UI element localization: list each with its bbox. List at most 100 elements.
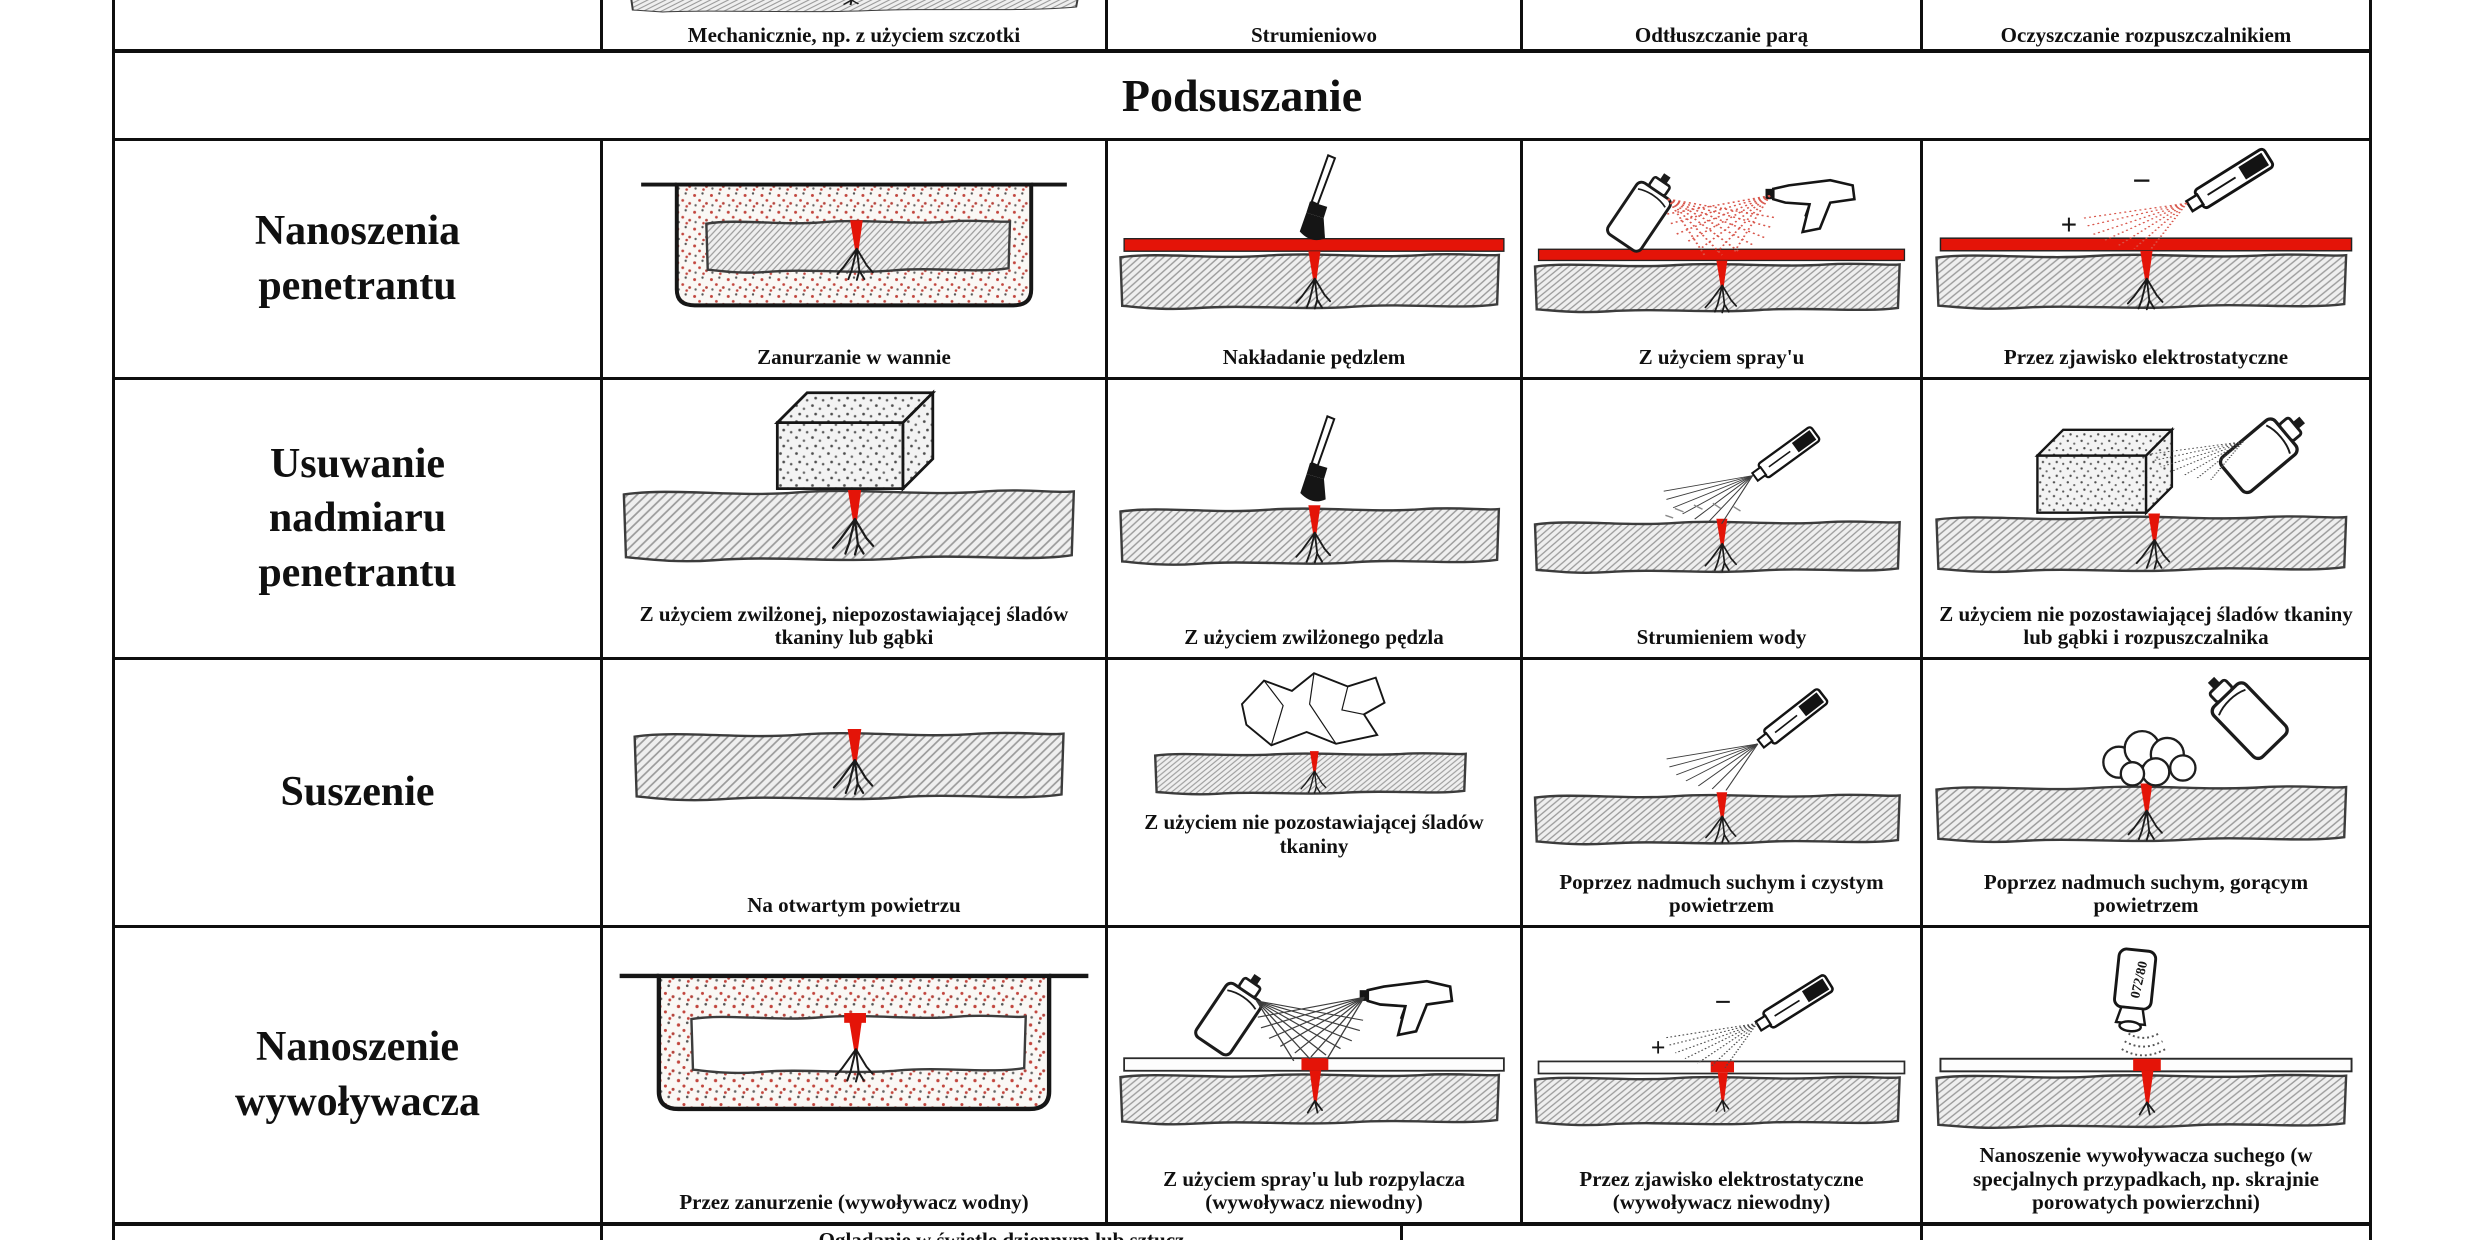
cell-caption: Strumieniowo xyxy=(1251,23,1377,47)
cell-caption: Zanurzanie w wannie xyxy=(757,345,951,370)
process-cell: Strumieniem wody xyxy=(1523,380,1923,657)
plus-sign: + xyxy=(1651,1033,1666,1062)
table-row-top-partial: Mechanicznie, np. z użyciem szczotki Str… xyxy=(115,0,2369,53)
process-cell: Poprzez nadmuch suchym i czystym powietr… xyxy=(1523,660,1923,925)
process-cell: 072/80 Nanoszenie wywoływacza suchego (w… xyxy=(1923,928,2369,1222)
process-cell: Z użyciem zwilżonego pędzla xyxy=(1108,380,1523,657)
process-cell: Mechanicznie, np. z użyciem szczotki xyxy=(603,0,1108,49)
row-label-cell-empty xyxy=(115,0,603,49)
cell-caption: Przez zjawisko elektrostatyczne xyxy=(2003,345,2289,370)
cell-caption: Z użyciem nie pozostawiającej śladów tka… xyxy=(1144,810,1484,858)
process-cell: Oczyszczanie rozpuszczalnikiem xyxy=(1923,0,2369,49)
cell-illustration xyxy=(1923,0,2369,20)
cell-caption: Z użyciem zwilżonego pędzla xyxy=(1184,625,1444,650)
process-cell: Z użyciem zwilżonej, niepozostawiającej … xyxy=(603,380,1108,657)
process-cell: Na otwartym powietrzu xyxy=(603,660,1108,925)
section-title: Podsuszanie xyxy=(1121,70,1363,121)
row-label-cell: Nanoszenie wywoływacza xyxy=(115,928,603,1222)
cell-illustration: − + xyxy=(1523,928,1920,1146)
cell-illustration xyxy=(603,660,1105,863)
process-cell: Odtłuszczanie parą xyxy=(1523,0,1923,49)
developer-spray-illustration xyxy=(1119,962,1505,1126)
cell-illustration xyxy=(1523,660,1920,863)
cell-illustration xyxy=(1923,380,2369,593)
minus-sign: − xyxy=(1715,986,1732,1018)
developer-electrostatic-illustration: − + xyxy=(1533,972,1906,1127)
hot-air-blower-illustration xyxy=(1935,663,2348,844)
spray-can-and-gun-illustration xyxy=(1533,162,1906,314)
cell-illustration: − + xyxy=(1923,141,2369,339)
cell-illustration xyxy=(1523,141,1920,339)
cell-caption: Strumieniem wody xyxy=(1636,625,1807,650)
process-cell: Z użyciem nie pozostawiającej śladów tka… xyxy=(1108,660,1523,925)
powder-bottle: 072/80 xyxy=(2113,947,2158,1033)
row-label-cell: Suszenie xyxy=(115,660,603,925)
cell-illustration xyxy=(1108,0,1520,20)
process-cell: Z użyciem nie pozostawiającej śladów tka… xyxy=(1923,380,2369,657)
process-cell: Zanurzanie w wannie xyxy=(603,141,1108,377)
row-label-cell-empty xyxy=(115,1226,603,1240)
cell-caption: Nakładanie pędzlem xyxy=(1222,345,1406,370)
minus-sign: − xyxy=(2132,164,2151,200)
table-row-suszenie: Suszenie Na otwartym powietrzu xyxy=(115,660,2369,928)
process-cell: Z użyciem spray'u xyxy=(1523,141,1923,377)
process-cell xyxy=(1923,1226,2369,1240)
cell-illustration xyxy=(1108,660,1520,807)
cell-caption: Oczyszczanie rozpuszczalnikiem xyxy=(2000,23,2292,47)
cell-caption: Mechanicznie, np. z użyciem szczotki xyxy=(687,23,1021,47)
process-cell: − + Przez zjawisko elektrostatyczne xyxy=(1923,141,2369,377)
row-label: Suszenie xyxy=(280,769,435,816)
process-cell: Przez zanurzenie (wywoływacz wodny) xyxy=(603,928,1108,1222)
cell-illustration xyxy=(1523,380,1920,593)
brushed-surface-partial-illustration xyxy=(630,0,1079,13)
cell-caption: Odtłuszczanie parą xyxy=(1634,23,1809,47)
process-cell: Poprzez nadmuch suchym, gorącym powietrz… xyxy=(1923,660,2369,925)
table-row-bottom-partial: Oglądanie w świetle dziennym lub sztucz xyxy=(115,1226,2369,1240)
cell-caption: Z użyciem zwilżonej, niepozostawiającej … xyxy=(639,601,1069,650)
process-cell: Strumieniowo xyxy=(1108,0,1523,49)
cell-illustration: 072/80 xyxy=(1923,928,2369,1146)
cell-illustration xyxy=(1108,141,1520,339)
air-blower-illustration xyxy=(1533,686,1901,846)
table-row-usuwanie-nadmiaru: Usuwanie nadmiaru penetrantu Z użyciem z… xyxy=(115,380,2369,660)
table-row-nanoszenia-penetrantu: Nanoszenia penetrantu Zanurzanie w wanni… xyxy=(115,141,2369,380)
cell-caption: Poprzez nadmuch suchym i czystym powietr… xyxy=(1559,869,1884,918)
dry-powder-bottle-illustration: 072/80 xyxy=(1935,947,2353,1129)
cell-caption-partial: Oglądanie w świetle dziennym lub sztucz xyxy=(818,1228,1185,1240)
developer-immersion-bath-illustration xyxy=(603,928,1105,1146)
cell-caption: Nanoszenie wywoływacza suchego (w specja… xyxy=(1973,1142,2319,1215)
brush-application-illustration xyxy=(1119,151,1505,311)
process-cell: Nakładanie pędzlem xyxy=(1108,141,1523,377)
table-row-nanoszenie-wywolywacza: Nanoszenie wywoływacza Przez zanurzenie … xyxy=(115,928,2369,1226)
cloth-wipe-illustration xyxy=(1154,672,1467,796)
row-label: Nanoszenie wywoływacza xyxy=(235,1024,480,1125)
cell-caption: Przez zjawisko elektrostatyczne (wywoływ… xyxy=(1579,1166,1864,1215)
row-label: Usuwanie nadmiaru penetrantu xyxy=(258,440,457,596)
table-row-podsuszanie: Podsuszanie xyxy=(115,53,2369,141)
sponge-and-solvent-spray-illustration xyxy=(1935,400,2348,574)
cell-illustration xyxy=(1523,0,1920,20)
process-cell: Oglądanie w świetle dziennym lub sztucz xyxy=(603,1226,1403,1240)
row-label-cell: Usuwanie nadmiaru penetrantu xyxy=(115,380,603,657)
cell-illustration xyxy=(603,141,1105,339)
row-label: Nanoszenia penetrantu xyxy=(254,208,461,309)
penetrant-process-table: Mechanicznie, np. z użyciem szczotki Str… xyxy=(112,0,2372,1240)
row-label-cell: Nanoszenia penetrantu xyxy=(115,141,603,377)
immersion-bath-illustration xyxy=(639,182,1069,308)
cell-illustration xyxy=(1108,380,1520,593)
damp-sponge-illustration xyxy=(622,391,1076,563)
plus-sign: + xyxy=(2061,209,2078,241)
cell-illustration xyxy=(1923,660,2369,863)
water-jet-illustration xyxy=(1533,424,1901,574)
open-air-part-illustration xyxy=(633,727,1065,802)
cell-caption: Z użyciem spray'u xyxy=(1638,345,1805,370)
process-cell xyxy=(1403,1226,1923,1240)
process-cell: − + Przez zjawisko elektrostatyczne (wyw… xyxy=(1523,928,1923,1222)
process-cell: Z użyciem spray'u lub rozpylacza (wywoły… xyxy=(1108,928,1523,1222)
cell-illustration xyxy=(603,380,1105,593)
cell-caption: Z użyciem nie pozostawiającej śladów tka… xyxy=(1939,601,2353,650)
cell-caption: Na otwartym powietrzu xyxy=(747,893,961,918)
cell-caption: Przez zanurzenie (wywoływacz wodny) xyxy=(679,1190,1029,1215)
damp-brush-illustration xyxy=(1119,413,1500,566)
